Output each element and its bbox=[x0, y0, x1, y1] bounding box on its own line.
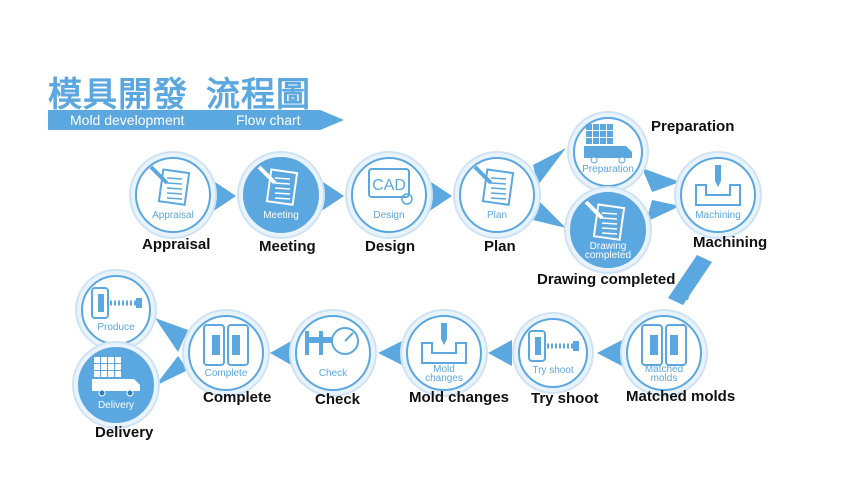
label-check: Check bbox=[315, 391, 361, 408]
step-inner-caption: Machining bbox=[695, 210, 741, 221]
arrow bbox=[646, 200, 680, 222]
mold-icon bbox=[203, 324, 249, 366]
step-inner-caption: Try shoot bbox=[532, 365, 574, 376]
label-plan: Plan bbox=[484, 238, 516, 255]
mold-screw-icon bbox=[91, 287, 142, 319]
arrow bbox=[155, 356, 188, 386]
mold-screw-icon bbox=[528, 330, 579, 362]
arrow bbox=[428, 180, 452, 212]
step-plan: Plan bbox=[453, 151, 541, 239]
step-try-shoot: Try shoot bbox=[512, 312, 594, 394]
label-machining: Machining bbox=[693, 234, 768, 251]
title-en-part1: Mold development bbox=[70, 112, 185, 128]
arrow bbox=[668, 255, 712, 305]
connector-arrows bbox=[155, 148, 712, 386]
svg-text:CAD: CAD bbox=[372, 177, 406, 194]
step-design: CAD Design bbox=[345, 151, 433, 239]
step-inner-circle bbox=[570, 192, 646, 268]
step-machining: Machining bbox=[674, 151, 762, 239]
label-delivery: Delivery bbox=[95, 424, 154, 441]
title-zh-part1: 模具開發 bbox=[48, 75, 188, 115]
title-en-part2: Flow chart bbox=[236, 112, 301, 128]
label-drawing-completed: Drawing completed bbox=[537, 271, 676, 288]
step-inner-caption: Delivery bbox=[98, 400, 134, 411]
step-delivery: Delivery bbox=[72, 341, 160, 429]
step-meeting: Meeting bbox=[237, 151, 325, 239]
truck-icon bbox=[584, 124, 632, 164]
title-chinese: 模具開發流程圖 bbox=[48, 67, 311, 116]
arrow bbox=[212, 180, 236, 212]
step-inner-caption: Appraisal bbox=[152, 210, 194, 221]
arrow bbox=[378, 340, 404, 366]
label-design: Design bbox=[365, 238, 416, 255]
document-pen-icon bbox=[584, 200, 626, 241]
step-inner-circle bbox=[243, 157, 319, 233]
arrow bbox=[597, 340, 622, 366]
step-inner-caption: Produce bbox=[97, 322, 135, 333]
arrow bbox=[533, 200, 566, 228]
arrow bbox=[642, 168, 680, 192]
step-inner-caption: Meeting bbox=[263, 210, 299, 221]
title-zh-part2: 流程圖 bbox=[206, 75, 311, 115]
arrow bbox=[488, 340, 512, 366]
label-meeting: Meeting bbox=[259, 238, 316, 255]
step-appraisal: Appraisal bbox=[129, 151, 217, 239]
arrow bbox=[533, 148, 566, 185]
document-pen-icon bbox=[257, 165, 299, 206]
step-inner-caption: Plan bbox=[487, 210, 507, 221]
document-pen-icon bbox=[473, 165, 515, 206]
label-preparation: Preparation bbox=[651, 118, 735, 135]
label-mold-changes: Mold changes bbox=[409, 389, 510, 406]
label-try-shoot: Try shoot bbox=[531, 390, 599, 407]
arrow bbox=[155, 318, 188, 352]
drill-icon bbox=[421, 323, 467, 364]
step-produce: Produce bbox=[75, 269, 157, 351]
mold-icon bbox=[641, 324, 687, 366]
step-inner-caption: Preparation bbox=[582, 164, 634, 175]
step-inner-caption: Design bbox=[373, 210, 404, 221]
arrow bbox=[320, 180, 344, 212]
cad-monitor-icon: CAD bbox=[368, 168, 413, 205]
step-check: Check bbox=[289, 309, 377, 397]
caliper-icon bbox=[305, 327, 359, 355]
step-preparation: Preparation bbox=[567, 111, 649, 193]
arrow bbox=[270, 340, 293, 366]
drill-icon bbox=[695, 165, 741, 206]
document-pen-icon bbox=[149, 165, 191, 206]
label-appraisal: Appraisal bbox=[142, 236, 211, 253]
label-complete: Complete bbox=[203, 389, 272, 406]
step-inner-caption: Complete bbox=[205, 368, 248, 379]
label-matched-molds: Matched molds bbox=[626, 388, 736, 405]
truck-icon bbox=[92, 357, 140, 397]
title-banner: Mold development Flow chart bbox=[48, 110, 344, 130]
step-inner-caption: Check bbox=[319, 368, 348, 379]
step-complete: Complete bbox=[182, 309, 270, 397]
